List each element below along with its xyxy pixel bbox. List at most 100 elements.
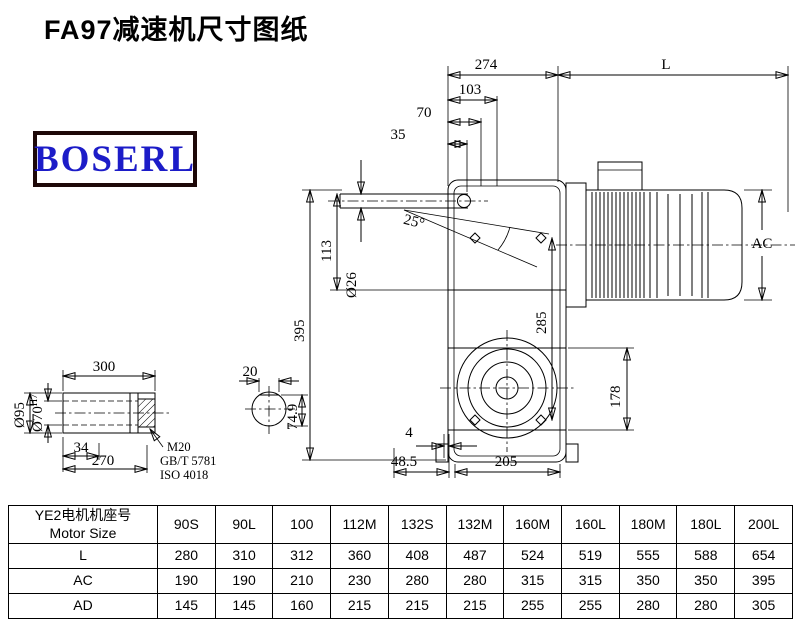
dim-395: 395 <box>292 320 308 343</box>
cell: 255 <box>561 593 620 619</box>
cell: 588 <box>676 543 736 569</box>
dim-205: 205 <box>495 454 518 470</box>
motor-size-table: YE2电机机座号 Motor Size 90S 90L 100 112M 132… <box>8 505 793 619</box>
mount-foot-right <box>565 443 579 463</box>
terminal-box <box>597 161 643 191</box>
dim-20: 20 <box>243 364 258 380</box>
cell: 305 <box>734 593 793 619</box>
col-160M: 160M <box>503 505 563 544</box>
cell: 315 <box>561 568 620 594</box>
dim-274: 274 <box>475 57 498 73</box>
col-200L: 200L <box>734 505 793 544</box>
dia70-tolerance: H7 <box>29 394 40 406</box>
table-row-AC: AC 190 190 210 230 280 280 315 315 350 3… <box>8 568 793 594</box>
cell: 280 <box>445 568 505 594</box>
cell: 408 <box>387 543 447 569</box>
cell: 524 <box>503 543 563 569</box>
dimensions-left: 395 113 Ø26 <box>292 160 450 460</box>
dimensions-top: 274 L 103 70 35 25° <box>391 57 789 232</box>
input-shaft <box>328 193 488 209</box>
cell: 210 <box>272 568 332 594</box>
cell: 160 <box>272 593 332 619</box>
cell: 310 <box>214 543 274 569</box>
cell: 395 <box>734 568 793 594</box>
boserl-logo: BOSERL <box>33 131 197 187</box>
cell: 360 <box>330 543 389 569</box>
dia70-base: Ø70 <box>30 406 46 432</box>
dim-AC: AC <box>752 236 773 252</box>
cell: 280 <box>387 568 447 594</box>
header-en: Motor Size <box>49 524 117 541</box>
dim-178: 178 <box>608 386 624 409</box>
dim-25deg: 25° <box>402 212 426 233</box>
cell: 350 <box>618 568 678 594</box>
label-iso-4018: ISO 4018 <box>160 468 208 482</box>
col-132S: 132S <box>387 505 447 544</box>
cell: 215 <box>330 593 389 619</box>
logo-text: BOSERL <box>33 138 197 180</box>
cell: 215 <box>445 593 505 619</box>
cell: 215 <box>387 593 447 619</box>
dim-dia26: Ø26 <box>344 272 360 298</box>
col-90L: 90L <box>214 505 274 544</box>
cell: 145 <box>157 593 216 619</box>
dim-70: 70 <box>417 105 432 121</box>
technical-drawing: 274 L 103 70 35 25° 395 113 Ø26 285 AC 1… <box>12 57 795 482</box>
cell: 145 <box>214 593 274 619</box>
cell: 230 <box>330 568 389 594</box>
dim-34: 34 <box>74 440 90 456</box>
shaft-section-detail: 20 74.9 <box>239 364 308 434</box>
dim-270: 270 <box>92 453 115 469</box>
col-132M: 132M <box>445 505 505 544</box>
col-180M: 180M <box>618 505 678 544</box>
cell: 350 <box>676 568 736 594</box>
dim-35: 35 <box>391 127 406 143</box>
cell: 519 <box>561 543 620 569</box>
dim-285: 285 <box>534 312 550 335</box>
col-160L: 160L <box>561 505 620 544</box>
cell: 255 <box>503 593 563 619</box>
shaft-detail: 300 Ø95 Ø70H7 34 270 M20 GB/T 5781 ISO 4… <box>12 359 216 482</box>
dim-113: 113 <box>319 240 335 262</box>
dim-74-9: 74.9 <box>285 404 301 430</box>
col-112M: 112M <box>330 505 389 544</box>
dim-300: 300 <box>93 359 116 375</box>
bolt-hole-markers <box>469 232 547 426</box>
cell: 190 <box>214 568 274 594</box>
col-100: 100 <box>272 505 332 544</box>
page-title: FA97减速机尺寸图纸 <box>44 15 309 45</box>
col-180L: 180L <box>676 505 736 544</box>
header-motor-size: YE2电机机座号 Motor Size <box>8 505 158 544</box>
dim-dia95: Ø95 <box>12 402 28 428</box>
dimensions-right: 285 AC 178 <box>534 190 772 430</box>
motor <box>556 161 795 308</box>
cell: 280 <box>618 593 678 619</box>
cell: 190 <box>157 568 216 594</box>
row-label-AC: AC <box>8 568 158 594</box>
cell: 555 <box>618 543 678 569</box>
angle-indicator <box>403 209 550 268</box>
col-90S: 90S <box>157 505 216 544</box>
table-header-row: YE2电机机座号 Motor Size 90S 90L 100 112M 132… <box>8 505 793 544</box>
table-row-L: L 280 310 312 360 408 487 524 519 555 58… <box>8 543 793 569</box>
cell: 315 <box>503 568 563 594</box>
gearbox-housing <box>328 179 579 463</box>
dim-103: 103 <box>459 82 482 98</box>
table-row-AD: AD 145 145 160 215 215 215 255 255 280 2… <box>8 593 793 619</box>
motor-body <box>585 189 743 301</box>
dim-4: 4 <box>405 425 413 441</box>
dimensions-bottom: 4 48.5 205 <box>391 425 560 478</box>
label-M20: M20 <box>167 440 191 454</box>
cell: 654 <box>734 543 793 569</box>
cell: 487 <box>445 543 505 569</box>
dim-48-5: 48.5 <box>391 454 417 470</box>
cell: 280 <box>676 593 736 619</box>
cell: 280 <box>157 543 216 569</box>
row-label-L: L <box>8 543 158 569</box>
header-cn: YE2电机机座号 <box>34 507 132 523</box>
dim-L: L <box>661 57 670 73</box>
dim-dia70H7: Ø70H7 <box>29 394 46 432</box>
mount-foot-left <box>435 443 449 463</box>
label-gbt-5781: GB/T 5781 <box>160 454 216 468</box>
cell: 312 <box>272 543 332 569</box>
